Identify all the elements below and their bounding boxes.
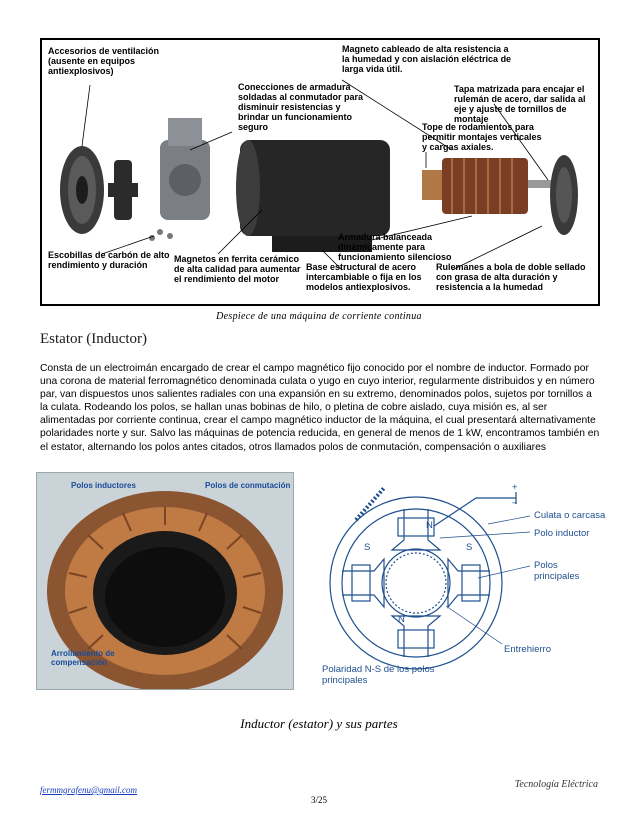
schematic-label-polaridad: Polaridad N-S de los polos principales [322, 664, 452, 686]
label-magnet: Magneto cableado de alta resistencia a l… [342, 44, 518, 74]
schematic-pole-n-bottom: N [398, 614, 405, 625]
schematic-pole-s-right: S [466, 542, 472, 553]
label-ventilation: Accesorios de ventilación (ausente en eq… [48, 46, 168, 76]
label-armature: Armadura balanceada dinámicamente para f… [338, 232, 478, 262]
photo-label-inductors: Polos inductores [71, 481, 136, 490]
schematic-pole-s-left: S [364, 542, 370, 553]
label-cover: Tapa matrizada para encajar el rulemán d… [454, 84, 594, 124]
footer-page-number: 3/25 [0, 795, 638, 805]
schematic-label-culata: Culata o carcasa [534, 510, 605, 521]
schematic-label-polos-principales: Polos principales [534, 560, 604, 582]
photo-label-compensation: Arrollamiento de compensación [51, 649, 141, 667]
schematic-label-polo-inductor: Polo inductor [534, 528, 589, 539]
schematic-plus: + [512, 482, 518, 493]
figure-caption-bottom: Inductor (estator) y sus partes [0, 716, 638, 732]
label-connections: Conecciones de armadura soldadas al conm… [238, 82, 368, 132]
schematic-pole-n-top: N [426, 520, 433, 531]
footer-brand: Tecnología Eléctrica [515, 779, 598, 790]
schematic-minus: − [512, 498, 518, 509]
schematic-label-entrehierro: Entrehierro [504, 644, 551, 655]
label-ferrite: Magnetos en ferrita cerámico de alta cal… [174, 254, 304, 284]
label-brushes: Escobillas de carbón de alto rendimiento… [48, 250, 172, 270]
body-paragraph: Consta de un electroimán encargado de cr… [40, 362, 600, 454]
stator-schematic: + − Culata o carcasa Polo inductor Polos… [316, 468, 606, 702]
photo-label-commutation: Polos de conmutación [205, 481, 290, 490]
stator-photo: Polos inductores Polos de conmutación Ar… [36, 472, 294, 690]
label-ball-bearings: Rulemanes a bola de doble sellado con gr… [436, 262, 596, 292]
section-heading: Estator (Inductor) [40, 331, 147, 348]
figure-caption-top: Despiece de una máquina de corriente con… [0, 311, 638, 322]
motor-exploded-figure: Accesorios de ventilación (ausente en eq… [40, 38, 600, 306]
footer-email-link[interactable]: fermmgrafenu@gmail.com [40, 785, 137, 795]
label-base: Base estructural de acero intercambiable… [306, 262, 436, 292]
label-bearing-stop: Tope de rodamientos para permitir montaj… [422, 122, 546, 152]
